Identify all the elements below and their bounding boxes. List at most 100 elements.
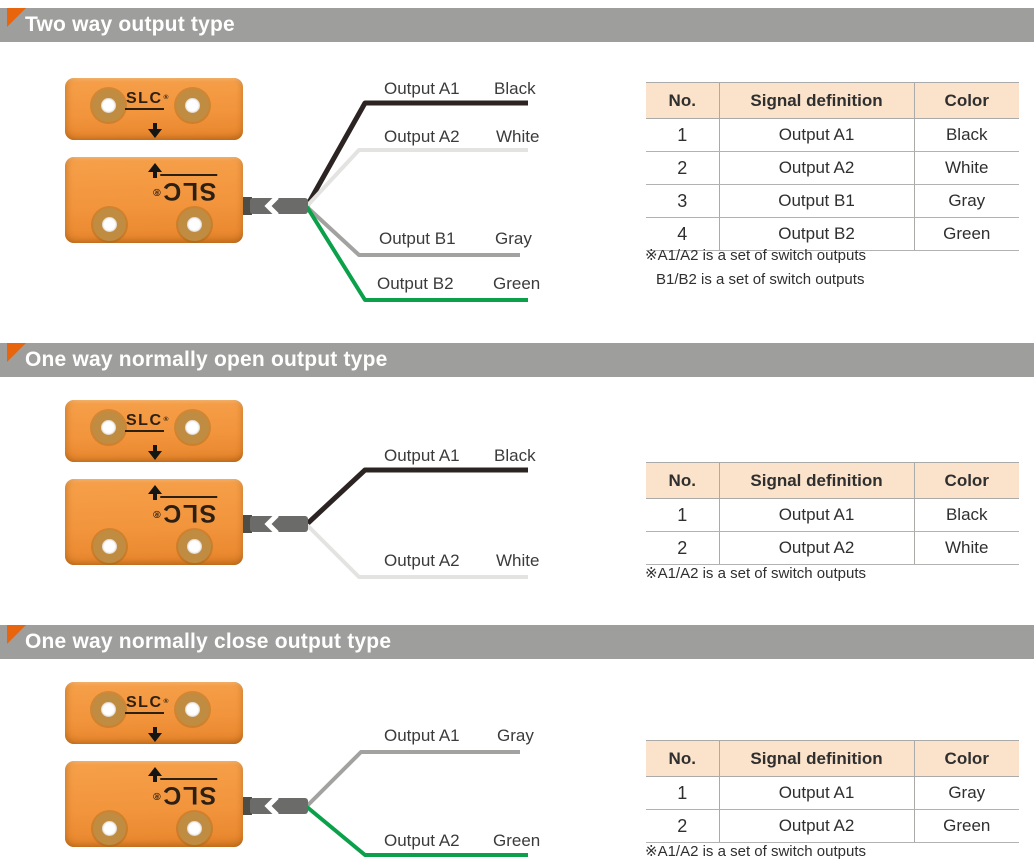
safety-switch-illustration: SLC® SLC® <box>65 78 243 243</box>
wire-label: Output A1 <box>384 726 460 745</box>
wire-output-a2 <box>305 805 528 857</box>
mounting-hole <box>92 411 125 444</box>
mounting-hole <box>178 530 211 563</box>
cell-signal: Output B2 <box>718 217 914 251</box>
cell-color: Green <box>913 809 1019 843</box>
cable-gland <box>243 197 252 215</box>
section-title: One way normally close output type <box>25 630 392 653</box>
footnote: ※A1/A2 is a set of switch outputs <box>645 565 867 582</box>
col-header-signal: Signal definition <box>718 82 914 119</box>
cell-signal: Output A2 <box>718 151 914 185</box>
cell-color: White <box>913 151 1019 185</box>
wire-color-label: White <box>496 127 540 146</box>
mounting-hole <box>93 208 126 241</box>
col-header-color: Color <box>913 740 1019 777</box>
cell-color: Green <box>913 217 1019 251</box>
cell-no: 3 <box>646 184 719 218</box>
wire-output-a2 <box>305 148 528 208</box>
cable-break-mark <box>264 513 279 535</box>
mounting-hole <box>92 89 125 122</box>
cable-gland <box>243 515 252 533</box>
cell-no: 2 <box>646 151 719 185</box>
wire-diagram <box>243 100 528 302</box>
mounting-hole <box>176 411 209 444</box>
wire-diagram <box>243 467 528 579</box>
brand-logo: SLC® <box>125 90 168 110</box>
wire-label: Output B2 <box>377 274 454 293</box>
table-row: 2 Output A2 White <box>646 531 1019 565</box>
mounting-hole <box>178 208 211 241</box>
footnote: ※A1/A2 is a set of switch outputs <box>645 843 867 860</box>
mounting-hole <box>92 693 125 726</box>
wire-label: Output B1 <box>379 229 456 248</box>
mounting-hole <box>178 812 211 845</box>
table-header-row: No. Signal definition Color <box>646 740 1019 777</box>
cable-break-mark <box>264 795 279 817</box>
table-row: 3 Output B1 Gray <box>646 184 1019 218</box>
col-header-color: Color <box>913 462 1019 499</box>
wire-label: Output A2 <box>384 551 460 570</box>
footnote: ※A1/A2 is a set of switch outputs <box>645 247 867 264</box>
accent-triangle-icon <box>7 343 26 362</box>
wire-color-label: Gray <box>495 229 532 248</box>
table-row: 1 Output A1 Gray <box>646 776 1019 810</box>
arrow-up-icon <box>148 485 162 500</box>
cell-signal: Output A2 <box>718 531 914 565</box>
section-title: Two way output type <box>25 13 235 36</box>
cell-no: 1 <box>646 118 719 152</box>
cell-color: Black <box>913 118 1019 152</box>
wire-output-b2 <box>305 205 528 302</box>
wire-color-label: Black <box>494 446 536 465</box>
table-row: 2 Output A2 Green <box>646 809 1019 843</box>
actuator-block: SLC® <box>65 400 243 462</box>
section-header-bar: Two way output type <box>0 8 1034 42</box>
cable <box>250 198 308 214</box>
mounting-hole <box>93 812 126 845</box>
col-header-no: No. <box>646 740 719 777</box>
col-header-no: No. <box>646 462 719 499</box>
mounting-hole <box>176 693 209 726</box>
signal-table: No. Signal definition Color 1 Output A1 … <box>646 82 1019 251</box>
cell-no: 1 <box>646 498 719 532</box>
wire-label: Output A1 <box>384 446 460 465</box>
cable <box>250 516 308 532</box>
wire-color-label: White <box>496 551 540 570</box>
safety-switch-illustration: SLC® SLC® <box>65 400 243 565</box>
brand-logo: SLC® <box>125 694 168 714</box>
wire-diagram <box>243 750 528 857</box>
cell-no: 4 <box>646 217 719 251</box>
section-header-bar: One way normally close output type <box>0 625 1034 659</box>
actuator-block: SLC® <box>65 682 243 744</box>
safety-switch-illustration: SLC® SLC® <box>65 682 243 847</box>
wire-output-a2 <box>305 523 528 579</box>
table-header-row: No. Signal definition Color <box>646 462 1019 499</box>
arrow-down-icon <box>148 445 162 460</box>
col-header-color: Color <box>913 82 1019 119</box>
cell-signal: Output A1 <box>718 118 914 152</box>
table-row: 4 Output B2 Green <box>646 217 1019 251</box>
accent-triangle-icon <box>7 625 26 644</box>
brand-logo-rotated: SLC® <box>153 496 218 527</box>
cable <box>250 798 308 814</box>
wire-output-a1 <box>305 467 528 526</box>
cell-signal: Output A1 <box>718 498 914 532</box>
section-title: One way normally open output type <box>25 348 388 371</box>
wire-label: Output A1 <box>384 79 460 98</box>
brand-logo: SLC® <box>125 412 168 432</box>
arrow-down-icon <box>148 727 162 742</box>
brand-logo-rotated: SLC® <box>153 778 218 809</box>
wire-output-a1 <box>305 750 520 808</box>
col-header-no: No. <box>646 82 719 119</box>
wire-color-label: Green <box>493 831 541 850</box>
table-row: 1 Output A1 Black <box>646 498 1019 532</box>
arrow-up-icon <box>148 767 162 782</box>
wire-output-b1 <box>305 205 520 257</box>
cell-signal: Output A1 <box>718 776 914 810</box>
cell-no: 2 <box>646 531 719 565</box>
cell-signal: Output B1 <box>718 184 914 218</box>
signal-table: No. Signal definition Color 1 Output A1 … <box>646 462 1019 565</box>
cable-break-mark <box>264 195 279 217</box>
section-header-bar: One way normally open output type <box>0 343 1034 377</box>
table-header-row: No. Signal definition Color <box>646 82 1019 119</box>
